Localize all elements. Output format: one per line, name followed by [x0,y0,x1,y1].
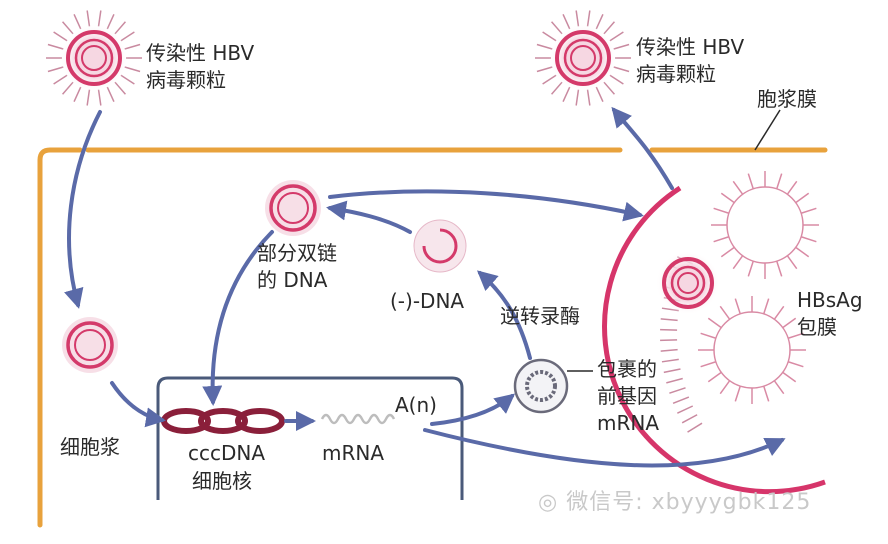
plasma-membrane [37,109,828,528]
arrow-exit [611,106,674,190]
arrow-dsdna-to-envelope [328,189,644,222]
label-partial-dsdna: 部分双链 的 DNA [257,241,337,292]
arrow-dsdna-to-cccdna [202,230,274,406]
minus-dna-core [413,219,467,273]
hbsag-envelope [602,171,826,495]
label-mrna: mRNA [322,441,385,465]
label-plasma-membrane: 胞浆膜 [757,87,817,111]
arrow-entry [64,110,102,309]
label-pgrna: 包裹的 前基因 mRNA [597,357,660,435]
nucleus-border [156,376,464,500]
arrow-minus-to-dsdna [326,200,412,234]
watermark: ◎ 微信号: xbyyygbk125 [538,490,812,515]
arrow-mrna-to-envelope [423,428,786,468]
label-hbsag: HBsAg 包膜 [797,288,863,339]
virion-incoming [46,10,142,106]
arrow-to-nucleus [110,381,166,428]
pathway-arrows [64,106,786,468]
arrow-mrna-to-capsid [430,393,516,426]
virion-outgoing [535,10,631,106]
label-reverse-transcriptase: 逆转录酶 [500,304,580,328]
core-in-cytoplasm [62,317,118,373]
membrane-pointer-line [754,109,781,151]
label-minus-dna: (-)-DNA [390,289,465,313]
label-nucleus: 细胞核 [192,469,252,493]
arrow-reverse-transcription [476,270,532,360]
pgrna-capsid [513,358,593,414]
partial-dsdna-core [265,180,321,236]
wechat-icon: ◎ [538,490,559,515]
mrna-strand [320,413,396,425]
label-virion-out: 传染性 HBV 病毒颗粒 [636,35,745,86]
label-polya: A(n) [395,393,437,417]
label-virion-in: 传染性 HBV 病毒颗粒 [146,41,255,92]
label-cccdna: cccDNA [188,441,266,465]
cccdna-rings [161,408,285,434]
label-cytoplasm: 细胞浆 [60,435,120,459]
